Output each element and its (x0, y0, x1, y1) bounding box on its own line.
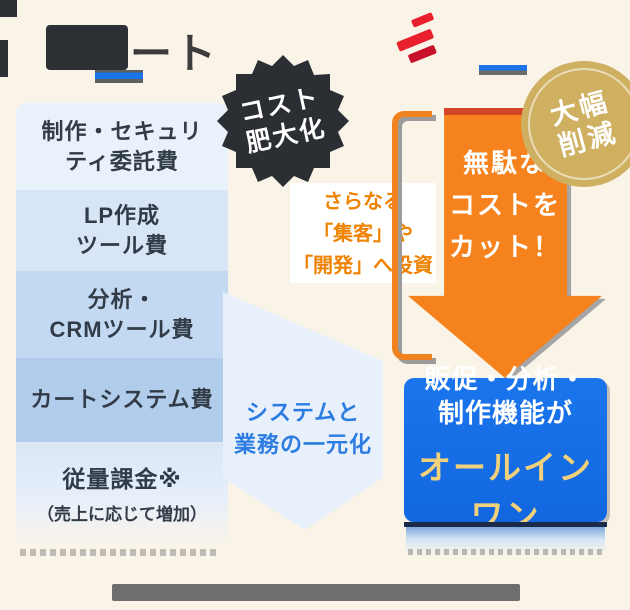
cost-bloat-badge: コスト 肥大化 (216, 54, 350, 188)
redacted-stack-footnote (20, 549, 220, 556)
invest-note-card: さらなる 「集客」や 「開発」へ投資 (290, 183, 436, 283)
allinone-underbar (404, 522, 607, 527)
right-title-underline (479, 65, 527, 75)
invest-line3: 「開発」へ投資 (293, 255, 433, 277)
left-title-underline (95, 70, 143, 83)
crop-artifact (0, 0, 17, 17)
cost-box-cart-system: カートシステム費 (16, 358, 228, 442)
allinone-gold-line: オールインワン (418, 448, 593, 534)
brand-logo-icon (396, 12, 437, 63)
crop-artifact (0, 40, 8, 77)
arrow-top-strip (444, 108, 568, 115)
allinone-line2: 制作機能が (437, 398, 573, 428)
cost-box-lp-tool: LP作成 ツール費 (16, 190, 228, 271)
invest-line1: さらなる (323, 191, 403, 213)
cost-box-production-security: 制作・セキュリ ティ委託費 (16, 103, 228, 190)
invest-line2: 「集客」や (313, 223, 413, 245)
cut-line3: カット！ (448, 232, 561, 262)
unify-arrow: システムと 業務の一元化 (223, 292, 383, 530)
big-reduction-badge: 大幅 削減 (521, 61, 630, 187)
cost-box-metered-billing: 従量課金※ （売上に応じて増加） (16, 442, 228, 547)
grouping-bracket (392, 111, 432, 360)
redacted-left-title (46, 25, 128, 70)
cost-box-crm-tool: 分析・ CRMツール費 (16, 271, 228, 358)
redacted-box-footnote (408, 549, 603, 555)
left-title-suffix: ート (130, 30, 219, 77)
cut-line2: コストを (448, 190, 561, 220)
unify-line1: システムと (245, 400, 361, 425)
all-in-one-box: 販促・分析・ 制作機能が オールインワン (404, 364, 607, 534)
unify-line2: 業務の一元化 (233, 431, 372, 457)
allinone-line1: 販促・分析・ (424, 364, 587, 395)
starburst-icon (217, 55, 349, 187)
redacted-caption (112, 584, 520, 601)
